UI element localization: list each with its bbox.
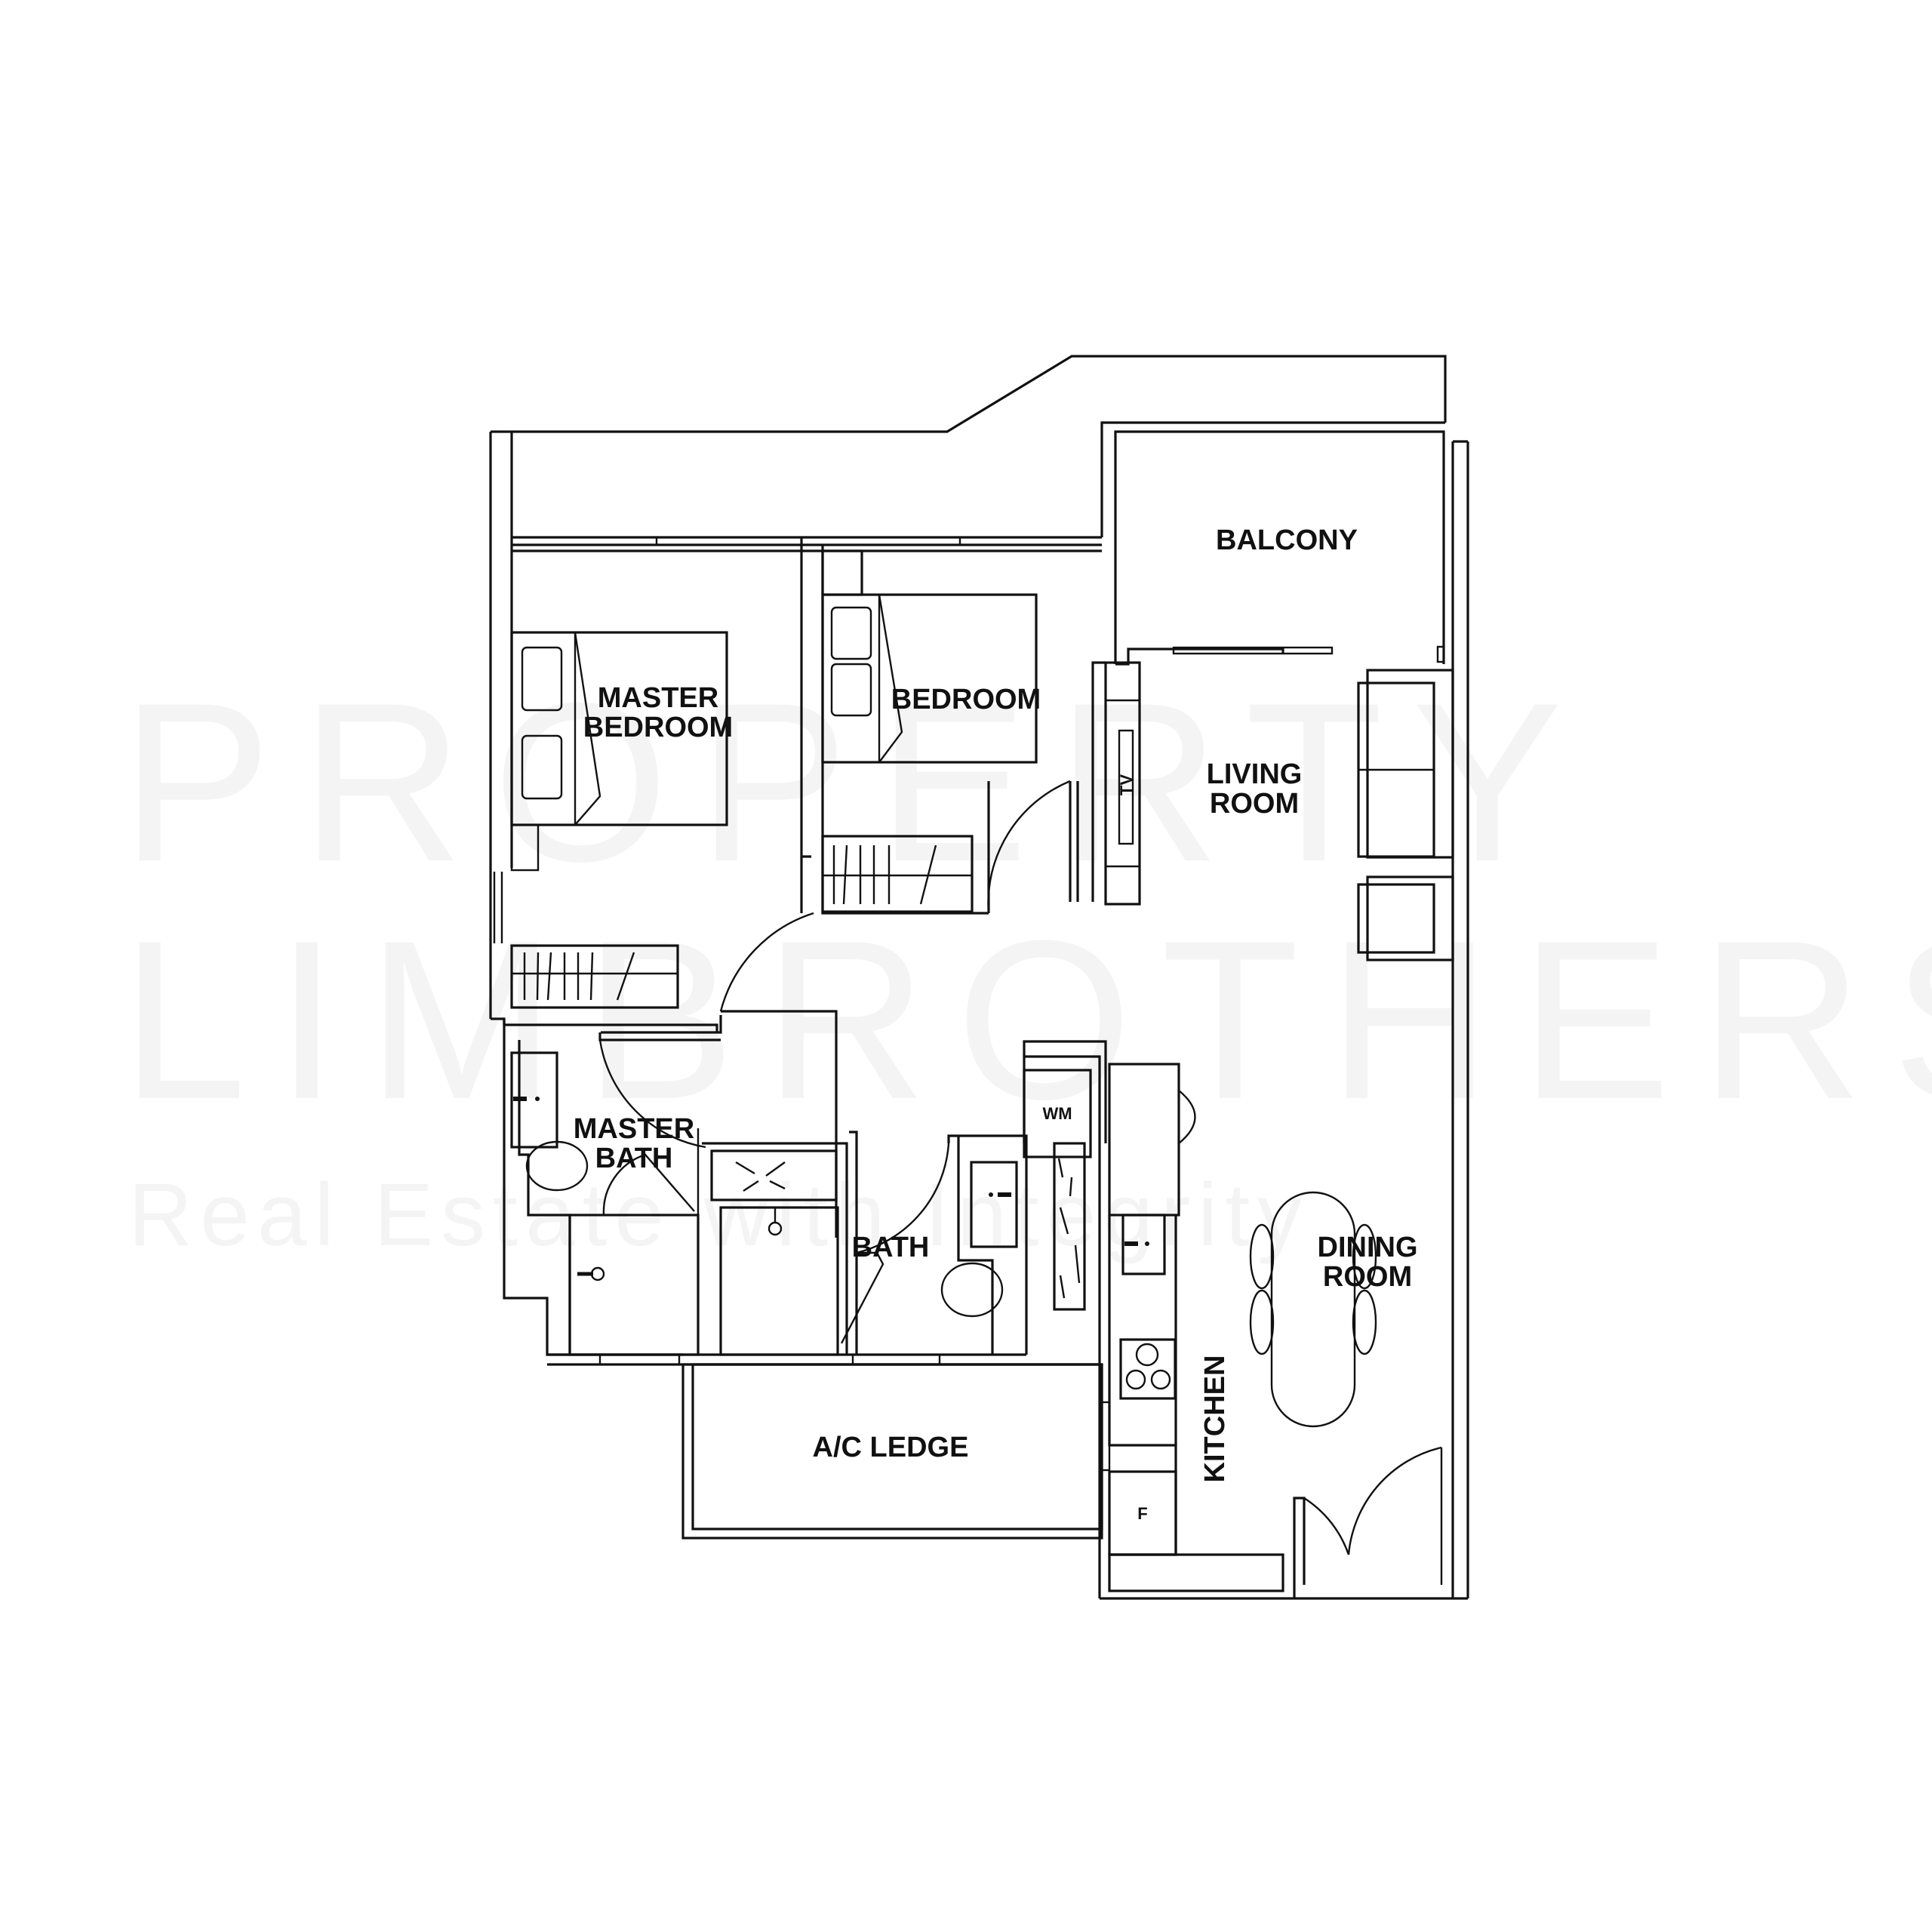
door-swing [598, 1039, 706, 1149]
room-label-master-bath: MASTER [574, 1113, 694, 1145]
pillow-icon [830, 663, 872, 717]
tv-icon [1118, 729, 1134, 845]
room-label-balcony: BALCONY [1216, 525, 1358, 556]
shower-head-icon [768, 1221, 783, 1236]
door-swing [1303, 1497, 1350, 1555]
washing-machine-label: WM [1042, 1104, 1072, 1123]
window [851, 1353, 941, 1366]
bed-icon [821, 593, 1038, 764]
door-swing [602, 1153, 695, 1216]
sink-icon [510, 1051, 558, 1149]
room-label-living-room: LIVING [1207, 758, 1303, 790]
door-swing [987, 780, 1071, 914]
room-label-kitchen: KITCHEN [1199, 1355, 1231, 1483]
tv-label: TV [1117, 774, 1136, 795]
chair-icon [1352, 1289, 1377, 1355]
room-label-dining-room: ROOM [1323, 1261, 1412, 1293]
outer-walls [489, 355, 1469, 1600]
chair-icon [1352, 1223, 1377, 1290]
pillow-icon [830, 606, 872, 660]
living-room: TV LIVING ROOM [1091, 661, 1454, 961]
dining-room: DINING ROOM [1249, 1191, 1443, 1585]
watermark-line2: LIMBROTHERS [121, 893, 1932, 1146]
kitchen: WM F KITCHEN [1023, 1040, 1284, 1592]
chair-icon [1249, 1289, 1275, 1355]
sink-icon [1121, 1214, 1166, 1275]
watermark-tagline: Real Estate with Integrity [128, 1165, 1309, 1265]
door-swing [1347, 1446, 1442, 1555]
room-label-bath: BATH [852, 1232, 930, 1263]
wardrobe-icon [821, 835, 974, 913]
door-swing [856, 1143, 950, 1254]
pillow-icon [521, 646, 563, 712]
master-bedroom: MASTER BEDROOM [493, 631, 733, 1009]
room-label-ac-ledge: A/C LEDGE [813, 1432, 969, 1463]
bath: BATH [547, 1131, 1102, 1366]
room-label-master-bath: BATH [595, 1143, 673, 1174]
door-swing [719, 912, 814, 1012]
tv-console [1104, 661, 1141, 906]
room-label-bedroom: BEDROOM [891, 684, 1041, 715]
shower-head-icon [590, 1266, 605, 1281]
bedroom: BEDROOM [800, 537, 1079, 915]
balcony: BALCONY [1115, 525, 1445, 666]
toilet-icon [940, 1262, 1004, 1318]
chair-icon [1249, 1223, 1275, 1290]
shelf-icon [1053, 1142, 1086, 1311]
window [598, 1353, 681, 1366]
shower-glass [710, 1149, 838, 1201]
stove-icon [1119, 1338, 1177, 1400]
sink-icon [970, 1161, 1018, 1248]
room-label-master-bedroom: BEDROOM [583, 712, 733, 743]
bed-icon [510, 631, 728, 826]
room-label-living-room: ROOM [1210, 788, 1299, 820]
stool-icon [1178, 1090, 1196, 1144]
room-label-master-bedroom: MASTER [598, 682, 718, 714]
ac-ledge: A/C LEDGE [681, 1363, 1111, 1540]
toilet-icon [525, 1140, 589, 1192]
sliding-door [1172, 646, 1334, 655]
armchair-icon [1366, 875, 1454, 961]
room-label-dining-room: DINING [1318, 1232, 1418, 1263]
pillow-icon [521, 734, 563, 800]
fridge-label: F [1137, 1504, 1147, 1523]
wardrobe-icon [510, 944, 679, 1009]
watermark: PROPERTY LIMBROTHERS Real Estate with In… [121, 655, 1932, 1265]
watermark-line1: PROPERTY [121, 655, 1592, 909]
washing-machine-icon [1023, 1069, 1092, 1158]
master-bath: MASTER BATH [510, 1032, 721, 1356]
